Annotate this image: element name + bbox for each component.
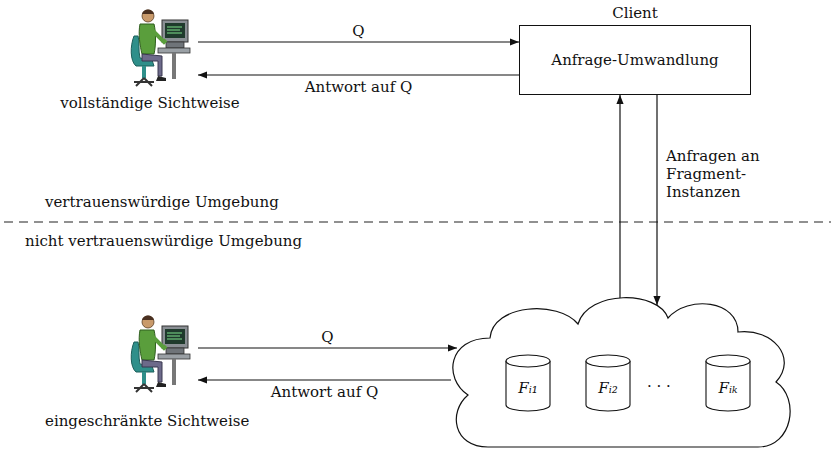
edge-label: Antwort auf Q <box>269 383 381 401</box>
fragment-cylinder: Fᵢ₂ <box>585 354 631 412</box>
user-caption: eingeschränkte Sichtweise <box>45 412 235 430</box>
ellipsis-label: · · · <box>647 377 671 395</box>
box-label: Anfrage-Umwandlung <box>551 51 718 69</box>
user-icon <box>128 6 192 88</box>
arrow-connector <box>198 347 457 348</box>
fragment-cylinder: Fᵢₖ <box>705 354 751 412</box>
arrow-connector <box>198 379 451 380</box>
arrow-connector <box>619 95 620 301</box>
fragment-name: Fᵢ₂ <box>598 379 617 397</box>
user-icon-holder <box>128 312 192 394</box>
user-icon-holder <box>128 6 192 88</box>
user-node: eingeschränkte Sichtweise <box>45 312 235 438</box>
zone-label: nicht vertrauenswürdige Umgebung <box>25 232 302 250</box>
fragment-name: Fᵢₖ <box>719 379 738 397</box>
edge-label: Q <box>350 22 366 40</box>
user-icon <box>128 312 192 394</box>
process-box: ClientAnfrage-Umwandlung <box>519 25 751 95</box>
arrow-connector <box>198 41 519 42</box>
fragment-cylinder: Fᵢ₁ <box>505 354 551 412</box>
fragment-name: Fᵢ₁ <box>518 379 537 397</box>
trust-boundary <box>4 221 831 222</box>
user-caption: vollständige Sichtweise <box>55 94 245 112</box>
box-heading: Client <box>520 4 750 22</box>
user-node: vollständige Sichtweise <box>55 6 245 118</box>
arrow-connector <box>198 74 519 75</box>
cloud-region: Fᵢ₁ Fᵢ₂ Fᵢₖ <box>448 290 795 449</box>
edge-label: Antwort auf Q <box>303 78 415 96</box>
edge-label: Anfragen an Fragment-Instanzen <box>664 147 818 201</box>
arrow-connector <box>656 95 657 305</box>
edge-label: Q <box>319 328 335 346</box>
zone-label: vertrauenswürdige Umgebung <box>45 193 279 211</box>
